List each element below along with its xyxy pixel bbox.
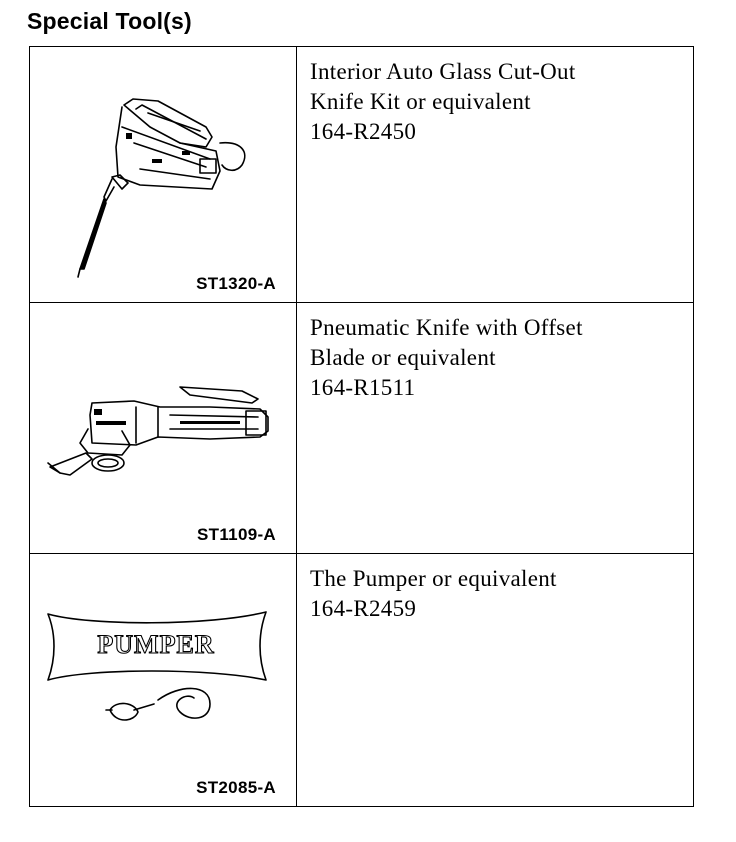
tool-description-cell: Interior Auto Glass Cut-Out Knife Kit or… [297, 47, 693, 303]
tool-description-cell: Pneumatic Knife with Offset Blade or equ… [297, 303, 693, 554]
tool-description-cell: The Pumper or equivalent 164-R2459 [297, 554, 693, 806]
figure-code: ST1320-A [196, 274, 276, 293]
tool-part-number: 164-R1511 [310, 375, 416, 400]
tool-part-number: 164-R2450 [310, 119, 417, 144]
tool-name-line: Knife Kit or equivalent [310, 89, 531, 114]
tool-name-line: The Pumper or equivalent [310, 566, 557, 591]
special-tools-table: ST1320-A Interior Auto Glass Cut-Out Kni… [29, 46, 694, 807]
tool-image-cell: PUMPER ST2085-A [30, 554, 297, 806]
pumper-label: PUMPER [97, 629, 214, 659]
svg-text:PUMPER: PUMPER [97, 630, 214, 659]
figure-code: ST2085-A [196, 778, 276, 797]
tool-name-line: Blade or equivalent [310, 345, 496, 370]
figure-code: ST1109-A [197, 525, 276, 544]
glass-cut-out-knife-icon [30, 47, 296, 302]
tool-image-cell: ST1109-A [30, 303, 297, 554]
page-title: Special Tool(s) [27, 8, 192, 34]
pumper-bag-icon: PUMPER [30, 554, 296, 804]
tool-name-line: Pneumatic Knife with Offset [310, 315, 583, 340]
pneumatic-knife-icon [30, 303, 296, 553]
tool-name-line: Interior Auto Glass Cut-Out [310, 59, 576, 84]
tool-image-cell: ST1320-A [30, 47, 297, 303]
tool-part-number: 164-R2459 [310, 596, 417, 621]
